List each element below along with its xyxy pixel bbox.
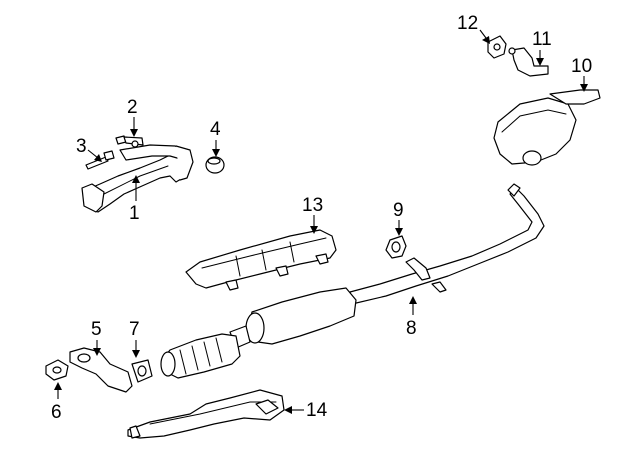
part-gasket-7[interactable] — [131, 359, 153, 383]
callout-1: 1 — [129, 175, 140, 224]
callout-3: 3 — [76, 136, 102, 162]
part-stud[interactable] — [115, 135, 144, 148]
svg-text:3: 3 — [76, 136, 87, 157]
part-intermediate-pipe[interactable] — [160, 183, 545, 379]
callout-11: 11 — [532, 29, 552, 66]
callout-6: 6 — [51, 382, 62, 423]
svg-text:11: 11 — [532, 29, 552, 50]
svg-text:9: 9 — [393, 200, 404, 221]
part-bracket[interactable] — [508, 47, 549, 77]
svg-text:2: 2 — [127, 97, 138, 118]
svg-text:7: 7 — [129, 319, 140, 340]
part-heat-shield-upper[interactable] — [185, 229, 337, 291]
callout-4: 4 — [210, 119, 221, 157]
svg-text:1: 1 — [129, 203, 140, 224]
part-gasket-ring[interactable] — [205, 156, 225, 174]
callout-9: 9 — [393, 200, 404, 236]
callout-8: 8 — [406, 296, 417, 339]
svg-text:13: 13 — [302, 195, 323, 216]
part-hanger-12[interactable] — [487, 35, 507, 59]
callout-14: 14 — [284, 400, 328, 421]
part-hanger-9[interactable] — [385, 235, 407, 259]
svg-text:4: 4 — [210, 119, 221, 140]
svg-text:12: 12 — [457, 13, 478, 34]
part-muffler[interactable] — [493, 89, 601, 166]
callout-12: 12 — [457, 13, 490, 44]
part-heat-shield-lower[interactable] — [127, 389, 285, 439]
svg-text:8: 8 — [406, 318, 417, 339]
callout-13: 13 — [302, 195, 323, 234]
part-flange-bracket[interactable] — [69, 347, 133, 393]
part-gasket-6[interactable] — [45, 359, 69, 381]
callout-2: 2 — [127, 97, 138, 137]
svg-text:10: 10 — [571, 56, 592, 77]
svg-text:14: 14 — [306, 400, 328, 421]
svg-text:5: 5 — [91, 319, 102, 340]
callout-10: 10 — [571, 56, 592, 92]
callout-7: 7 — [129, 319, 140, 358]
svg-text:6: 6 — [51, 402, 62, 423]
callout-5: 5 — [91, 319, 102, 356]
